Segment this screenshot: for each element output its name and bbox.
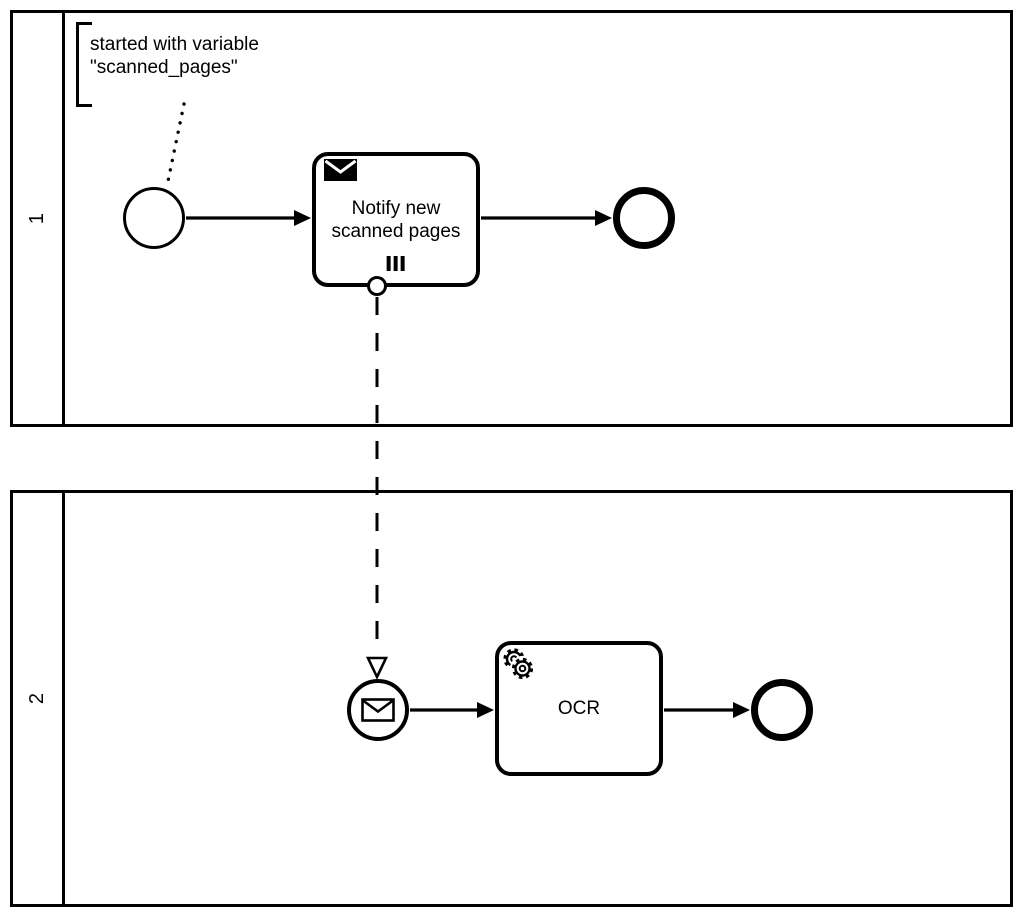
gears-icon: [503, 648, 536, 682]
text-annotation: started with variable "scanned_pages": [90, 33, 259, 79]
pool-1-label: 1: [26, 212, 48, 225]
start-event[interactable]: [123, 187, 185, 249]
text-annotation-line2: "scanned_pages": [90, 57, 238, 78]
parallel-multi-instance-marker-icon: [386, 256, 405, 271]
message-flow-source-dot[interactable]: [367, 276, 387, 296]
message-start-event[interactable]: [347, 679, 409, 741]
pool-1-label-band: 1: [13, 13, 65, 424]
send-task-notify[interactable]: Notify new scanned pages: [312, 152, 480, 287]
mi-bar: [386, 256, 391, 271]
mi-bar: [393, 256, 398, 271]
pool-2-label: 2: [26, 692, 48, 705]
task-label-line2: scanned pages: [331, 220, 461, 242]
task-label: Notify new scanned pages: [332, 197, 461, 243]
service-task-ocr[interactable]: OCR: [495, 641, 663, 776]
pool-2-label-band: 2: [13, 493, 65, 904]
text-annotation-line1: started with variable: [90, 34, 259, 55]
task-label-line1: Notify new: [351, 197, 441, 219]
envelope-filled-icon: [324, 159, 357, 181]
text-annotation-bracket[interactable]: [76, 22, 92, 107]
envelope-outline-icon: [361, 698, 395, 722]
end-event[interactable]: [751, 679, 813, 741]
end-event[interactable]: [613, 187, 675, 249]
mi-bar: [400, 256, 405, 271]
task-label: OCR: [557, 698, 601, 719]
